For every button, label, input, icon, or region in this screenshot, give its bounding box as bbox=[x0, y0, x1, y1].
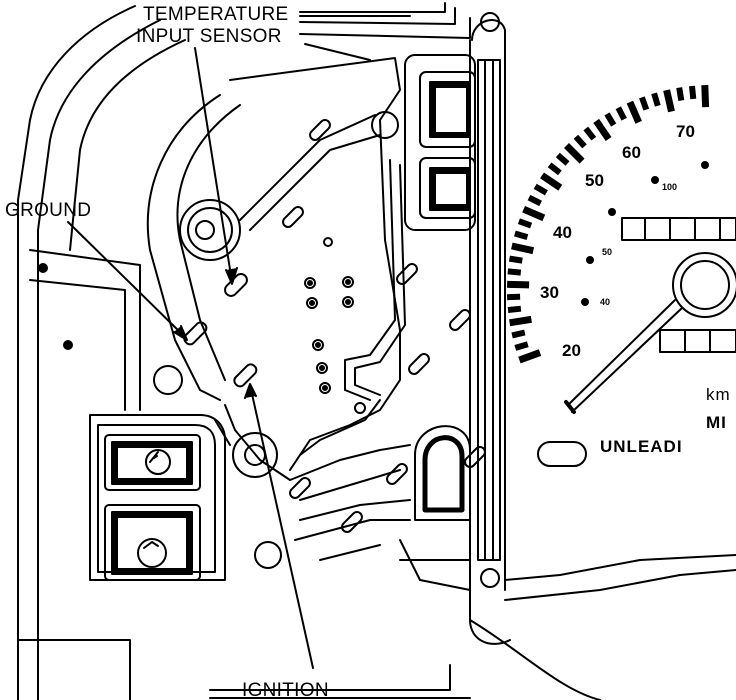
speedometer-tick bbox=[547, 162, 562, 176]
speedometer-tick bbox=[507, 305, 522, 313]
speedometer-tick bbox=[564, 143, 585, 164]
speedometer-tick bbox=[514, 341, 529, 351]
lower-left-gauges bbox=[104, 434, 201, 581]
speedometer-tick bbox=[511, 329, 526, 339]
speedometer-tick bbox=[615, 106, 627, 121]
speedometer-tick bbox=[583, 126, 597, 141]
kmh-label-40: 40 bbox=[600, 297, 610, 307]
callout-leaders bbox=[67, 15, 411, 669]
speedometer-tick bbox=[676, 87, 685, 101]
speedometer-tick bbox=[518, 349, 542, 364]
unit-mph-label: MI bbox=[706, 413, 727, 432]
unit-km-label: km bbox=[706, 385, 731, 404]
speedometer-tick bbox=[522, 205, 546, 222]
speedometer-tick bbox=[506, 293, 521, 301]
speedometer-tick bbox=[517, 218, 533, 229]
kmh-label-100: 100 bbox=[662, 182, 677, 192]
callout-labels: TEMPERATURE INPUT SENSOR GROUND IGNITION bbox=[5, 4, 329, 700]
speedometer-tick bbox=[701, 84, 710, 108]
speedometer-ticks bbox=[506, 84, 710, 364]
speedometer-tick bbox=[689, 85, 697, 100]
fuel-type-label: UNLEADI bbox=[600, 437, 683, 456]
mph-label-40: 40 bbox=[553, 223, 572, 242]
mph-label-30: 30 bbox=[540, 283, 559, 302]
speedometer-tick bbox=[533, 183, 548, 196]
indicator-windows bbox=[404, 54, 476, 521]
label-input-sensor: INPUT SENSOR bbox=[136, 26, 282, 47]
mph-label-20: 20 bbox=[562, 341, 581, 360]
kmh-label-50: 50 bbox=[602, 247, 612, 257]
speedometer-tick bbox=[511, 242, 535, 255]
speedometer-tick bbox=[651, 92, 661, 107]
speedometer-tick bbox=[555, 152, 570, 166]
label-temperature: TEMPERATURE bbox=[143, 4, 288, 25]
speedometer-tick bbox=[604, 112, 617, 127]
speedometer bbox=[506, 84, 736, 467]
speedometer-tick bbox=[639, 96, 650, 111]
circuit-board bbox=[38, 12, 500, 588]
label-ground: GROUND bbox=[5, 200, 91, 221]
label-ignition: IGNITION bbox=[242, 680, 329, 700]
speedometer-tick bbox=[663, 89, 675, 113]
speedometer-tick bbox=[593, 118, 612, 141]
speedometer-tick bbox=[508, 255, 523, 264]
mph-label-50: 50 bbox=[585, 171, 604, 190]
speedometer-tick bbox=[514, 230, 529, 240]
speedometer-labels: 20 30 40 50 60 70 40 50 100 km MI UNLEAD… bbox=[540, 122, 731, 456]
speedometer-tick bbox=[507, 268, 522, 276]
speedometer-tick bbox=[626, 100, 642, 124]
speedometer-tick bbox=[573, 134, 587, 149]
cluster-housing bbox=[17, 2, 736, 700]
mph-label-70: 70 bbox=[676, 122, 695, 141]
mph-label-60: 60 bbox=[622, 143, 641, 162]
speedometer-tick bbox=[540, 172, 563, 191]
speedometer-tick bbox=[527, 194, 542, 207]
speedometer-tick bbox=[507, 280, 530, 289]
speedometer-tick bbox=[509, 315, 532, 327]
